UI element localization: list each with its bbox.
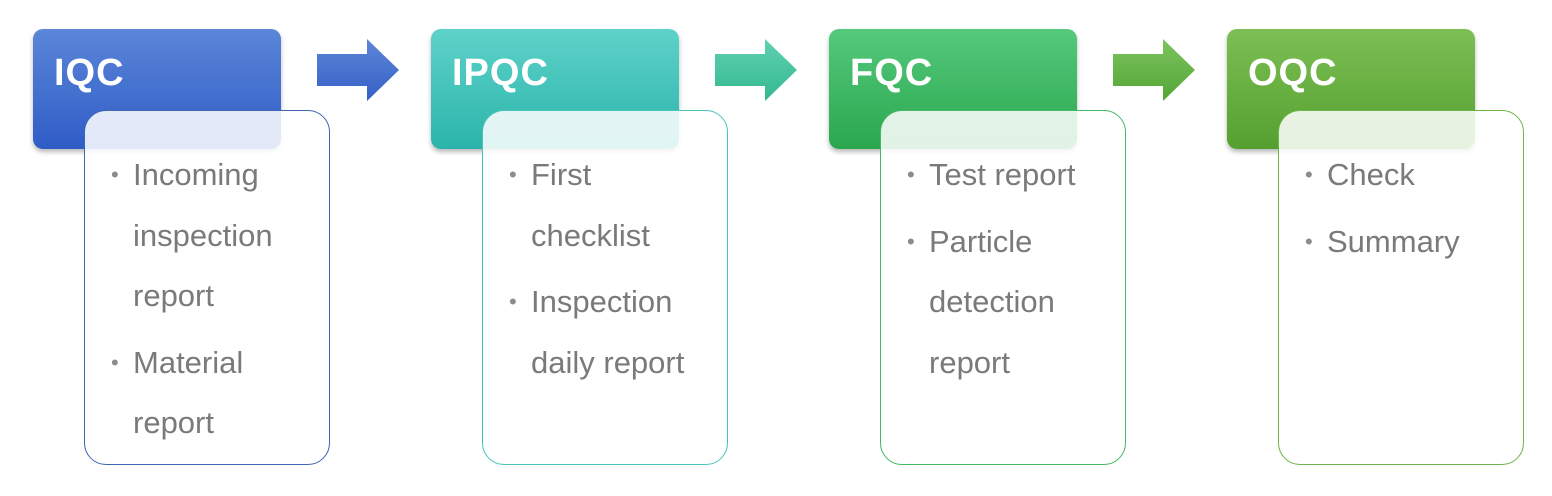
list-item: • Material report (111, 333, 309, 454)
item-text: Material report (133, 344, 244, 441)
stage-card: • Incoming inspection report • Material … (84, 110, 330, 465)
bullet-icon: • (907, 162, 915, 187)
stage-ipqc: IPQC • First checklist • Inspection dail… (431, 29, 728, 467)
item-text: Test report (929, 157, 1076, 192)
bullet-icon: • (509, 289, 517, 314)
item-text: Particle detection report (929, 223, 1055, 380)
list-item: • First checklist (509, 145, 707, 266)
arrow-right-icon (317, 39, 399, 101)
stage-title: FQC (850, 52, 934, 94)
bullet-icon: • (907, 228, 915, 254)
item-list: • Test report • Particle detection repor… (881, 111, 1125, 393)
item-text: Incoming inspection report (133, 157, 273, 313)
bullet-icon: • (1305, 162, 1313, 187)
item-text: Inspection daily report (531, 284, 685, 380)
arrow-right-icon (715, 39, 797, 101)
bullet-icon: • (111, 349, 119, 375)
stage-fqc: FQC • Test report • Particle detection r… (829, 29, 1126, 467)
bullet-icon: • (509, 162, 517, 187)
list-item: • Summary (1305, 212, 1503, 273)
stage-card: • Test report • Particle detection repor… (880, 110, 1126, 465)
bullet-icon: • (1305, 228, 1313, 254)
item-text: Summary (1327, 223, 1460, 259)
stage-title: IQC (54, 52, 125, 94)
stage-card: • First checklist • Inspection daily rep… (482, 110, 728, 465)
bullet-icon: • (111, 162, 119, 187)
list-item: • Incoming inspection report (111, 145, 309, 327)
item-text: First checklist (531, 157, 650, 253)
item-list: • First checklist • Inspection daily rep… (483, 111, 727, 393)
arrow-right-icon (1113, 39, 1195, 101)
stage-title: IPQC (452, 52, 549, 94)
stage-iqc: IQC • Incoming inspection report • Mater… (33, 29, 330, 467)
list-item: • Test report (907, 145, 1105, 206)
item-list: • Check • Summary (1279, 111, 1523, 272)
item-text: Check (1327, 157, 1415, 192)
stage-oqc: OQC • Check • Summary (1227, 29, 1524, 467)
stage-card: • Check • Summary (1278, 110, 1524, 465)
list-item: • Inspection daily report (509, 272, 707, 393)
list-item: • Check (1305, 145, 1503, 206)
item-list: • Incoming inspection report • Material … (85, 111, 329, 454)
stage-title: OQC (1248, 52, 1338, 94)
list-item: • Particle detection report (907, 212, 1105, 394)
